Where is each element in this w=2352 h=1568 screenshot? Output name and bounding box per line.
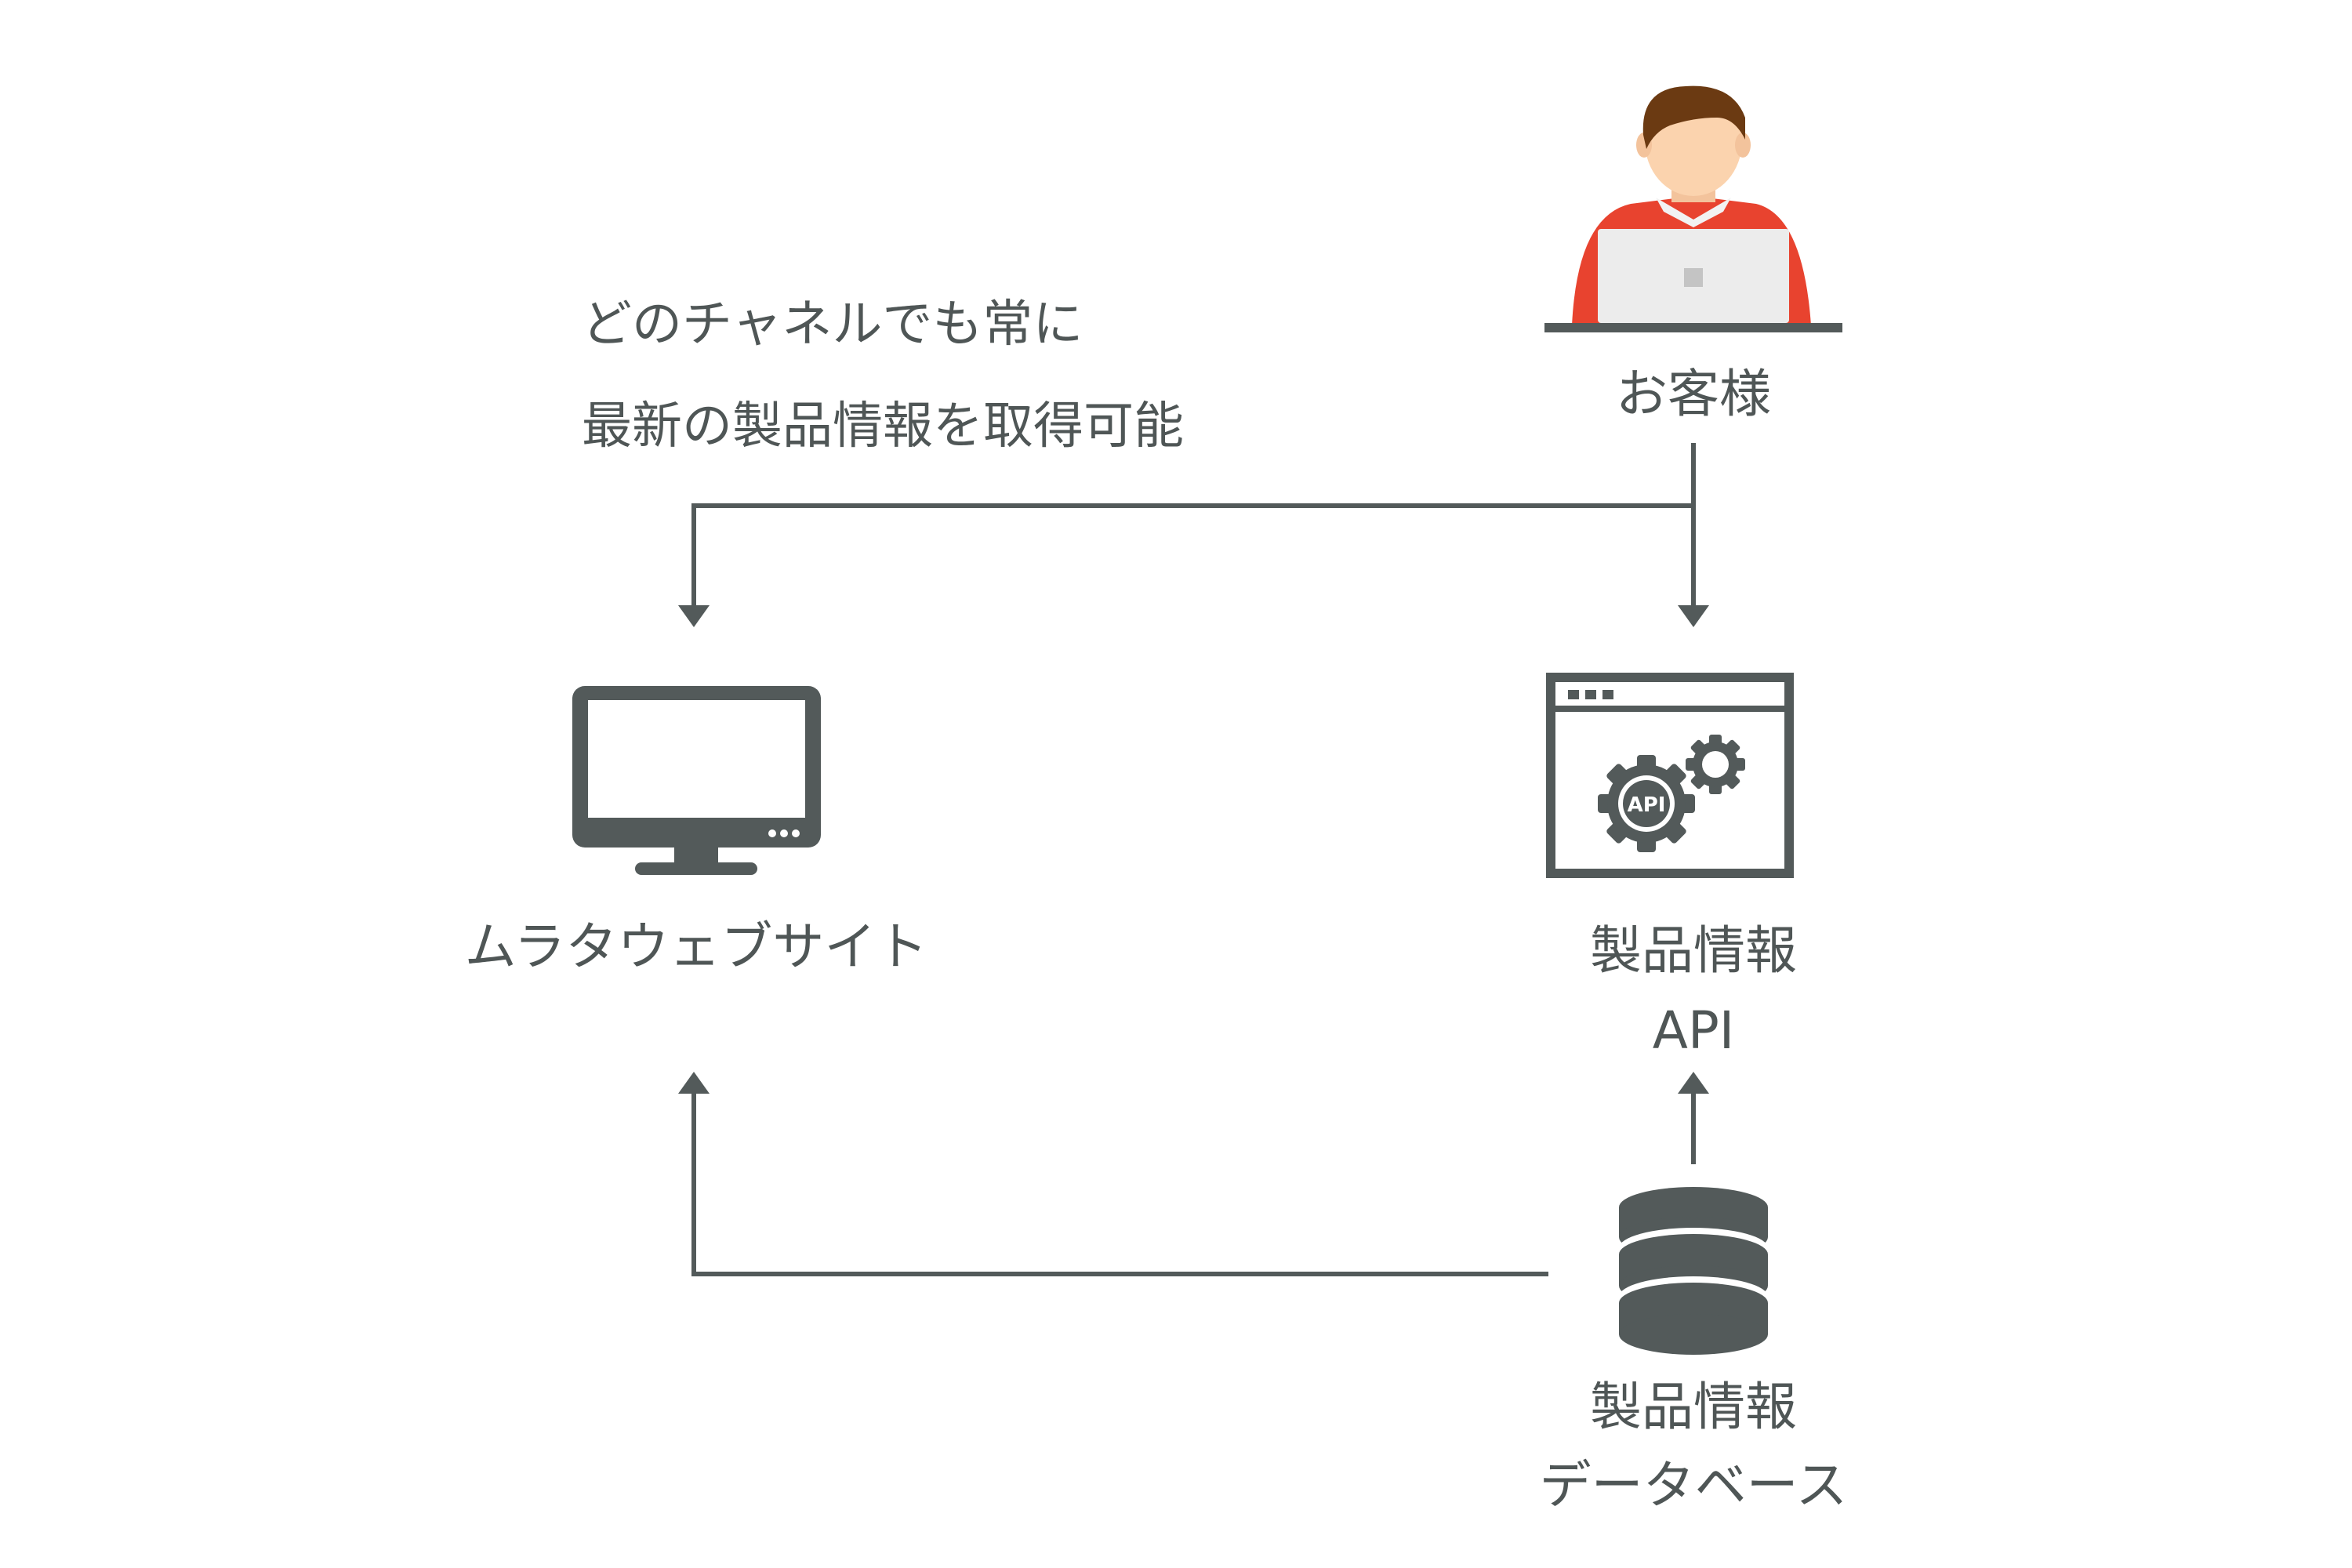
- arrow-down-to-website: [678, 605, 710, 627]
- monitor-icon: [572, 686, 821, 875]
- customer-with-laptop-icon: [1544, 85, 1842, 332]
- small-gear-icon: [1686, 735, 1745, 794]
- database-label-line-2: データベース: [1539, 1455, 1848, 1515]
- database-label-line-1: 製品情報: [1590, 1377, 1797, 1437]
- api-gear-window-icon: API: [1546, 673, 1794, 878]
- website-label: ムラタウェブサイト: [464, 916, 928, 977]
- api-label-line-2: API: [1652, 1000, 1735, 1061]
- arrow-down-to-api: [1678, 605, 1709, 627]
- customer-label: お客様: [1616, 364, 1771, 424]
- caption-line-1: どのチャネルでも常に: [582, 296, 1083, 354]
- database-icon: [1619, 1187, 1768, 1355]
- arrow-up-to-website: [678, 1072, 710, 1094]
- arrow-up-to-api: [1678, 1072, 1709, 1094]
- api-label-line-1: 製品情報: [1590, 920, 1797, 981]
- database-to-website-line: [691, 1091, 1548, 1276]
- customer-to-website-line: [691, 503, 1693, 608]
- arrowheads: [678, 605, 1709, 1094]
- connectors: [691, 443, 1696, 1276]
- caption-line-2: 最新の製品情報を取得可能: [582, 397, 1184, 456]
- large-gear-icon: API: [1598, 755, 1695, 852]
- api-gear-badge: API: [1628, 793, 1666, 817]
